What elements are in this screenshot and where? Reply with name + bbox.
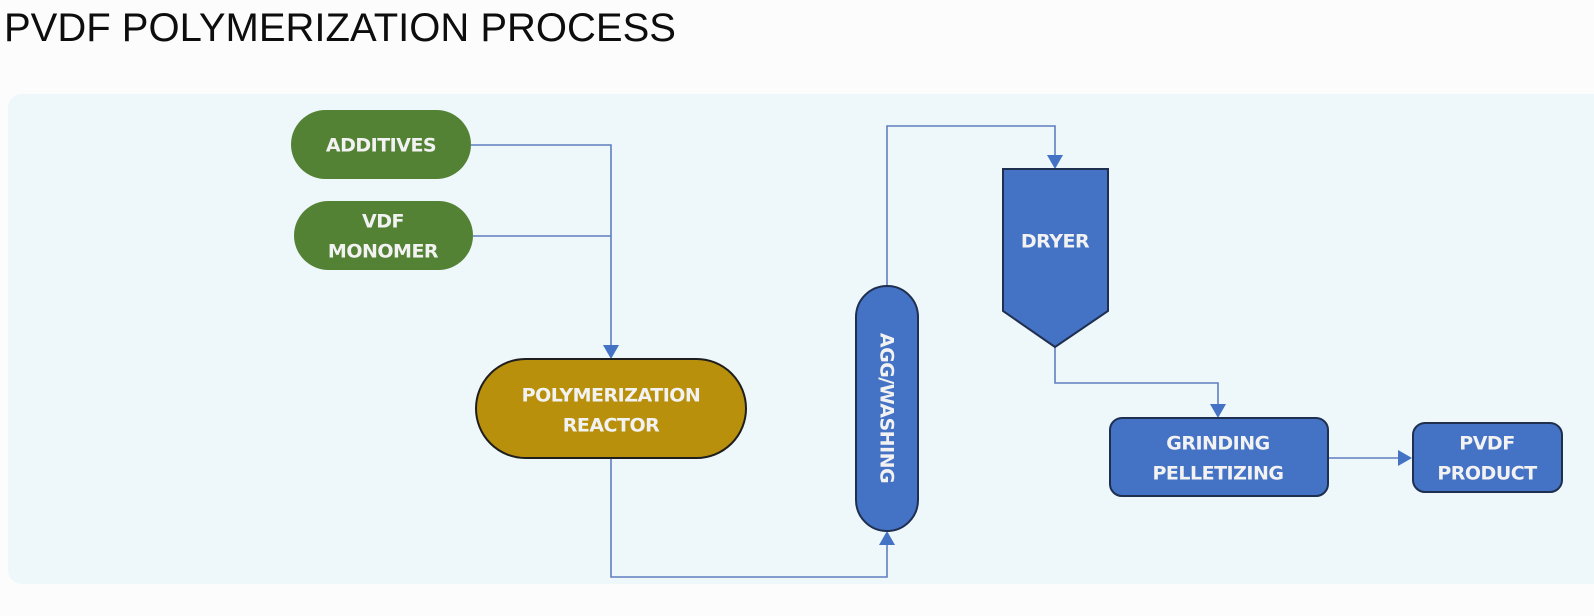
node-pvdf-product[interactable]: PVDF PRODUCT	[1412, 422, 1563, 493]
arrowhead-into-product	[1398, 450, 1412, 466]
edge-reactor-to-agg-washing	[610, 458, 888, 578]
edge-agg-washing-to-dryer	[886, 125, 1056, 286]
grinding-label-line-2: PELLETIZING	[1153, 463, 1284, 485]
arrowhead-into-reactor	[603, 345, 619, 359]
page-title: PVDF POLYMERIZATION PROCESS	[4, 6, 676, 50]
grinding-label-line-1: GRINDING	[1166, 433, 1270, 455]
node-agg-washing[interactable]: AGG/WASHING	[855, 285, 919, 532]
vdf-monomer-shape	[294, 201, 473, 270]
additives-label: ADDITIVES	[326, 135, 436, 157]
node-additives[interactable]: ADDITIVES	[291, 110, 471, 179]
reactor-label-line-1: POLYMERIZATION	[522, 385, 701, 407]
connectors	[471, 125, 1412, 578]
product-shape	[1412, 422, 1563, 493]
edge-additives-to-reactor	[471, 144, 612, 346]
node-polymerization-reactor[interactable]: POLYMERIZATION REACTOR	[475, 358, 747, 459]
arrowhead-into-dryer	[1047, 155, 1063, 169]
arrowhead-into-grinding	[1210, 404, 1226, 418]
node-vdf-monomer[interactable]: VDF MONOMER	[294, 201, 473, 270]
dryer-label: DRYER	[1021, 231, 1090, 253]
reactor-shape	[475, 358, 747, 459]
arrowhead-into-agg-washing	[879, 531, 895, 545]
node-dryer[interactable]: DRYER	[1002, 168, 1109, 349]
additives-shape	[291, 110, 471, 179]
vdf-monomer-label-line-2: MONOMER	[328, 241, 439, 263]
product-label-line-2: PRODUCT	[1437, 463, 1537, 485]
vdf-monomer-label-line-1: VDF	[362, 211, 404, 233]
dryer-shape	[1002, 168, 1109, 349]
edge-dryer-to-grinding	[1054, 347, 1219, 405]
grinding-shape	[1109, 417, 1329, 497]
diagram-panel	[8, 94, 1594, 584]
agg-washing-label: AGG/WASHING	[876, 333, 898, 483]
reactor-label-line-2: REACTOR	[563, 415, 660, 437]
node-grinding-pelletizing[interactable]: GRINDING PELLETIZING	[1109, 417, 1329, 497]
product-label-line-1: PVDF	[1459, 433, 1514, 455]
agg-washing-shape	[855, 285, 919, 532]
